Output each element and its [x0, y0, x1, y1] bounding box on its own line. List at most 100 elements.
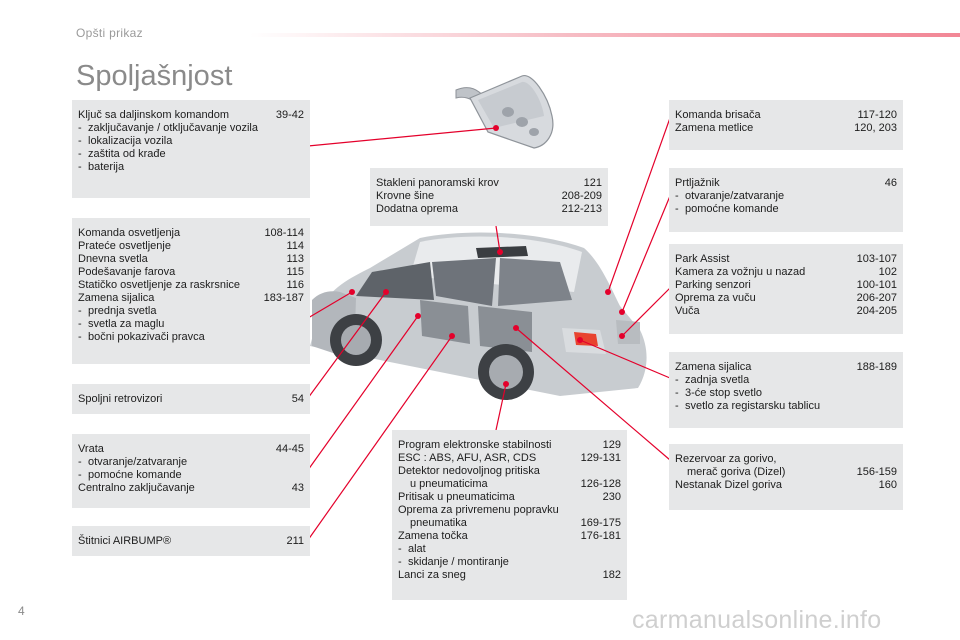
entry-label: svetlo za registarsku tablicu [685, 400, 821, 412]
entry-label: Zamena točka [398, 530, 468, 542]
entry-line: Pritisak u pneumaticima 230 [398, 491, 621, 504]
entry-label: Oprema za privremenu popravku [398, 504, 559, 516]
entry-page: 156-159 [856, 466, 897, 478]
entry-label: zaključavanje / otključavanje vozila [88, 122, 258, 134]
entry-line: Ključ sa daljinskom komandom 39-42 [78, 109, 304, 122]
entry-label: Prateće osvetljenje [78, 240, 171, 252]
entry-label: bočni pokazivači pravca [88, 331, 205, 343]
entry-line: Detektor nedovoljnog pritiska [398, 465, 621, 478]
entry-label: skidanje / montiranje [408, 556, 509, 568]
entry-page: 169-175 [580, 517, 621, 529]
entry-label: Komanda brisača [675, 109, 761, 121]
entry-page: 160 [878, 479, 897, 491]
entry-label: Zamena sijalica [78, 292, 155, 304]
entry-page: 114 [286, 240, 304, 252]
entry-label: Vrata [78, 443, 104, 455]
doors-box: Vrata 44-45 otvaranje/zatvaranjepomoćne ko… [72, 434, 310, 508]
entry-label: u pneumaticima [410, 478, 488, 490]
entry-line: bočni pokazivači pravca [78, 331, 304, 344]
entry-label: alat [408, 543, 426, 555]
entry-label: Zamena sijalica [675, 361, 752, 373]
entry-label: baterija [88, 161, 125, 173]
entry-label: Komanda osvetljenja [78, 227, 181, 239]
entry-page: 44-45 [275, 443, 304, 455]
entry-label: pneumatika [410, 517, 467, 529]
entry-page: 129-131 [580, 452, 621, 464]
entry-page: 129 [602, 439, 621, 451]
entry-line: Zamena sijalica 188-189 [675, 361, 897, 374]
entry-page: 54 [291, 393, 304, 405]
entry-label: zadnja svetla [685, 374, 750, 386]
entry-line: prednja svetla [78, 305, 304, 318]
entry-line: Vrata 44-45 [78, 443, 304, 456]
entry-page: 100-101 [856, 279, 897, 291]
entry-page: 117-120 [857, 109, 897, 121]
car-illustration [310, 232, 647, 400]
entry-page: 126-128 [580, 478, 621, 490]
boot-box: Prtljažnik46otvaranje/zatvaranjepomoćne … [669, 168, 903, 232]
entry-line: 3-će stop svetlo [675, 387, 897, 400]
entry-page: 116 [286, 279, 304, 291]
entry-page: 188-189 [856, 361, 897, 373]
entry-label: ESC : ABS, AFU, ASR, CDS [398, 452, 537, 464]
entry-line: pneumatika 169-175 [398, 517, 621, 530]
entry-line: otvaranje/zatvaranje [78, 456, 304, 469]
entry-label: Stakleni panoramski krov [376, 177, 499, 189]
entry-page: 46 [884, 177, 897, 189]
entry-page: 103-107 [856, 253, 897, 265]
entry-page: 204-205 [856, 305, 897, 317]
entry-label: Ključ sa daljinskom komandom [78, 109, 230, 121]
entry-page: 183-187 [263, 292, 304, 304]
entry-page: 39-42 [275, 109, 304, 121]
entry-label: Nestanak Dizel goriva [675, 479, 782, 491]
entry-label: pomoćne komande [88, 469, 182, 481]
entry-label: Zamena metlice [675, 122, 754, 134]
entry-page: 211 [286, 535, 304, 547]
entry-label: otvaranje/zatvaranje [88, 456, 188, 468]
page-number: 4 [18, 604, 25, 618]
fuel-box: Rezervoar za gorivo,merač goriva (Dizel)… [669, 444, 903, 510]
entry-page: 102 [878, 266, 897, 278]
entry-line: ESC : ABS, AFU, ASR, CDS 129-131 [398, 452, 621, 465]
entry-line: alat [398, 543, 621, 556]
entry-label: 3-će stop svetlo [685, 387, 763, 399]
entry-label: Pritisak u pneumaticima [398, 491, 515, 503]
entry-line: pomoćne komande [78, 469, 304, 482]
header-accent-bar [250, 33, 960, 37]
entry-page: 208-209 [561, 190, 602, 202]
entry-line: merač goriva (Dizel)156-159 [675, 466, 897, 479]
entry-line: Nestanak Dizel goriva 160 [675, 479, 897, 492]
entry-line: pomoćne komande [675, 203, 897, 216]
entry-page: 230 [602, 491, 621, 503]
entry-page: 182 [602, 569, 621, 581]
entry-label: Podešavanje farova [78, 266, 176, 278]
entry-label: Dodatna oprema [376, 203, 458, 215]
entry-label: Detektor nedovoljnog pritiska [398, 465, 540, 477]
watermark: carmanualsonline.info [632, 606, 882, 634]
entry-label: otvaranje/zatvaranje [685, 190, 785, 202]
entry-page: 206-207 [856, 292, 897, 304]
entry-line: u pneumaticima 126-128 [398, 478, 621, 491]
entry-label: Program elektronske stabilnosti [398, 439, 552, 451]
entry-line: Štitnici AIRBUMP®211 [78, 535, 304, 548]
entry-label: prednja svetla [88, 305, 157, 317]
entry-line: skidanje / montiranje [398, 556, 621, 569]
entry-label: svetla za maglu [88, 318, 165, 330]
remote-key-illustration [455, 75, 554, 149]
entry-label: Dnevna svetla [78, 253, 148, 265]
entry-page: 115 [286, 266, 304, 278]
